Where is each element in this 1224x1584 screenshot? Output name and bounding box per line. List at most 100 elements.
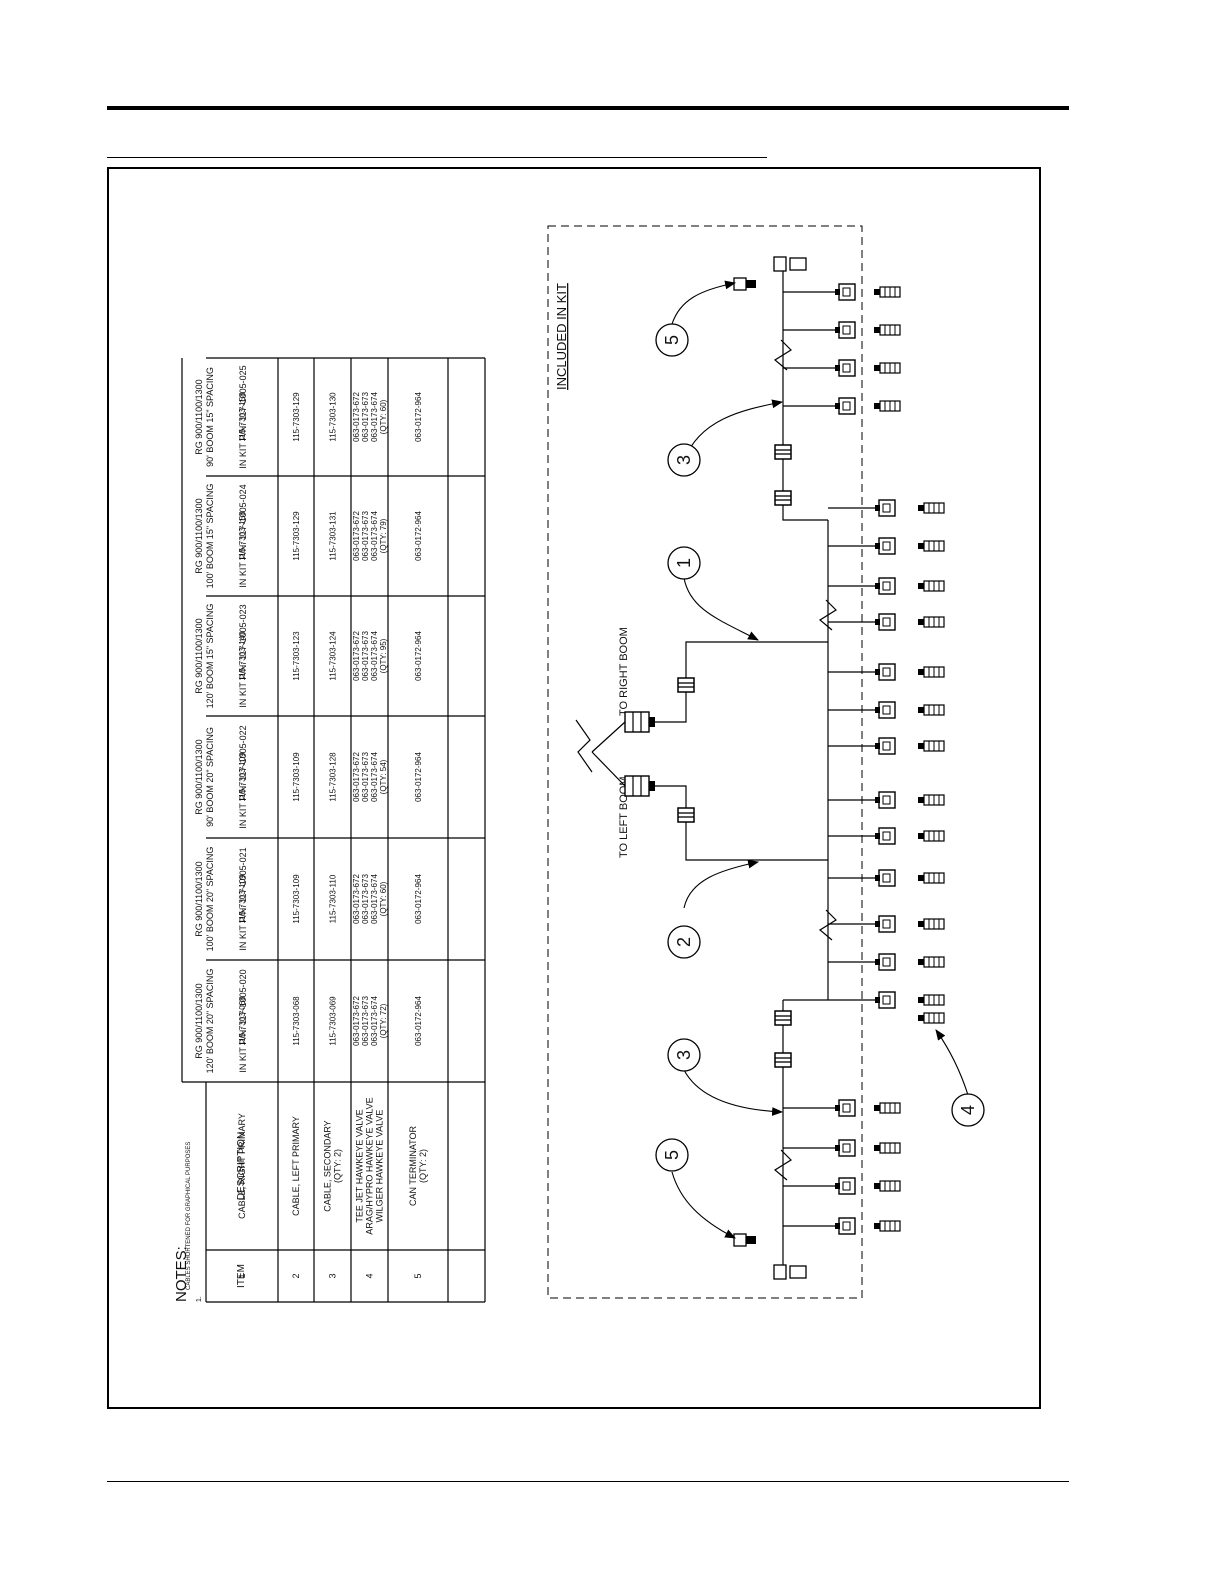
callout-bubble xyxy=(667,1038,701,1072)
config-boom: 100' BOOM 20" SPACING xyxy=(205,847,215,952)
hawkeye-valve-icon xyxy=(834,1099,856,1117)
hawkeye-valve-icon xyxy=(874,827,896,845)
callout-bubble xyxy=(667,925,701,959)
wires xyxy=(575,270,837,1270)
hawkeye-valve-icon xyxy=(874,613,896,631)
nozzle-icon xyxy=(917,956,945,968)
hawkeye-valve-icon xyxy=(874,869,896,887)
nozzle-icon xyxy=(917,794,945,806)
part-number-cell: (QTY: 60) xyxy=(379,399,388,434)
part-number-cell: 063-0173-673 xyxy=(361,392,370,442)
secondary-connector-icon xyxy=(774,444,792,460)
part-number-cell: 063-0173-674 xyxy=(370,874,379,924)
hawkeye-valve-icon xyxy=(874,791,896,809)
can-terminator-icon xyxy=(733,277,747,291)
callout-number: 4 xyxy=(958,1105,978,1115)
hawkeye-valve-icon xyxy=(874,915,896,933)
part-number-cell: 115-7303-140 xyxy=(238,631,247,681)
nozzle-icon xyxy=(917,918,945,930)
callout-bubble xyxy=(667,546,701,580)
hawkeye-valve-icon xyxy=(834,1177,856,1195)
can-terminator-icon xyxy=(733,1233,747,1247)
nozzle-icon xyxy=(917,580,945,592)
hawkeye-valve-icon xyxy=(834,359,856,377)
part-number-cell: 063-0172-964 xyxy=(414,996,423,1046)
callout-bubble xyxy=(655,1138,689,1172)
config-model: RG 900/1100/1300 xyxy=(194,618,204,693)
to-right-boom-label: TO RIGHT BOOM xyxy=(618,627,630,716)
secondary-connector-icon xyxy=(774,1010,792,1026)
secondary-connector-icon xyxy=(774,490,792,506)
right-primary-connector-icon xyxy=(677,677,695,693)
hawkeye-valve-icon xyxy=(874,499,896,517)
config-boom: 90' BOOM 20" SPACING xyxy=(205,727,215,827)
row-description: (QTY: 2) xyxy=(333,1149,343,1183)
config-model: RG 900/1100/1300 xyxy=(194,739,204,814)
hawkeye-valve-icon xyxy=(874,701,896,719)
part-number-cell: 063-0172-964 xyxy=(414,631,423,681)
nozzle-icon xyxy=(873,1142,901,1154)
nozzle-icon xyxy=(873,1102,901,1114)
footer-rule xyxy=(107,1481,1069,1482)
part-number-cell: 115-7303-158 xyxy=(238,511,247,561)
nozzle-icon xyxy=(873,400,901,412)
part-number-cell: 063-0173-674 xyxy=(370,392,379,442)
nozzle-icon xyxy=(873,324,901,336)
nozzle-icon xyxy=(873,286,901,298)
drawing-frame xyxy=(107,167,1041,1409)
part-number-cell: 063-0173-673 xyxy=(361,996,370,1046)
part-number-cell: 115-7303-158 xyxy=(238,392,247,442)
part-number-cell: 063-0172-964 xyxy=(414,511,423,561)
part-number-cell: 115-7303-124 xyxy=(329,631,338,681)
row-description: CABLE, RIGHT PRIMARY xyxy=(237,1113,247,1219)
config-kit-pn: IN KIT P/N: 117-1005-025 xyxy=(238,365,248,468)
nozzle-icon xyxy=(917,502,945,514)
nozzle-icon xyxy=(917,704,945,716)
nozzle-icon xyxy=(873,362,901,374)
callout-number: 1 xyxy=(674,558,694,568)
nozzle-icon xyxy=(873,1180,901,1192)
row-description: WILGER HAWKEYE VALVE xyxy=(375,1110,385,1223)
end-plug-icon xyxy=(773,256,787,272)
nozzle-icon xyxy=(917,830,945,842)
hawkeye-valve-icon xyxy=(834,321,856,339)
config-kit-pn: IN KIT P/N: 117-1005-024 xyxy=(238,484,248,587)
part-number-cell: 063-0173-673 xyxy=(361,631,370,681)
nozzle-icon xyxy=(917,740,945,752)
note-text: CABLES SHORTENED FOR GRAPHICAL PURPOSES xyxy=(186,1142,192,1290)
config-boom: 100' BOOM 15" SPACING xyxy=(205,484,215,589)
secondary-connector-icon xyxy=(774,1052,792,1068)
part-number-cell: 063-0173-672 xyxy=(352,631,361,681)
callout-number: 5 xyxy=(662,1150,682,1160)
row-description: CABLE, LEFT PRIMARY xyxy=(291,1116,301,1216)
part-number-cell: 063-0173-672 xyxy=(352,874,361,924)
row-description: CABLE, SECONDARY xyxy=(323,1120,333,1211)
part-number-cell: 063-0173-673 xyxy=(361,511,370,561)
row-item-number: 5 xyxy=(413,1273,423,1278)
callout-number: 3 xyxy=(674,1050,694,1060)
note-number: 1. xyxy=(196,1296,203,1302)
hawkeye-valve-icon xyxy=(874,737,896,755)
config-model: RG 900/1100/1300 xyxy=(194,861,204,936)
config-boom: 120' BOOM 15" SPACING xyxy=(205,604,215,709)
hawkeye-valve-icon xyxy=(874,663,896,681)
part-number-cell: 063-0173-674 xyxy=(370,511,379,561)
part-number-cell: 063-0173-673 xyxy=(361,752,370,802)
part-number-cell: 115-7303-129 xyxy=(292,392,301,442)
config-model: RG 900/1100/1300 xyxy=(194,983,204,1058)
callout-number: 3 xyxy=(674,455,694,465)
row-description: TEE JET HAWKEYE VALVE xyxy=(355,1109,365,1222)
part-number-cell: 063-0173-672 xyxy=(352,392,361,442)
part-number-cell: 063-0173-672 xyxy=(352,752,361,802)
hawkeye-valve-icon xyxy=(874,577,896,595)
config-kit-pn: IN KIT P/N: 117-1005-020 xyxy=(238,969,248,1072)
nozzle-icon xyxy=(873,1220,901,1232)
hawkeye-valve-icon xyxy=(874,953,896,971)
row-description: CAN TERMINATOR xyxy=(408,1126,418,1207)
header-item: ITEM xyxy=(236,1264,247,1288)
part-number-cell: 115-7303-069 xyxy=(329,996,338,1046)
hawkeye-valve-icon xyxy=(834,1139,856,1157)
config-kit-pn: IN KIT P/N: 117-1005-021 xyxy=(238,847,248,950)
header-description: DESCRIPTION xyxy=(236,1132,247,1200)
